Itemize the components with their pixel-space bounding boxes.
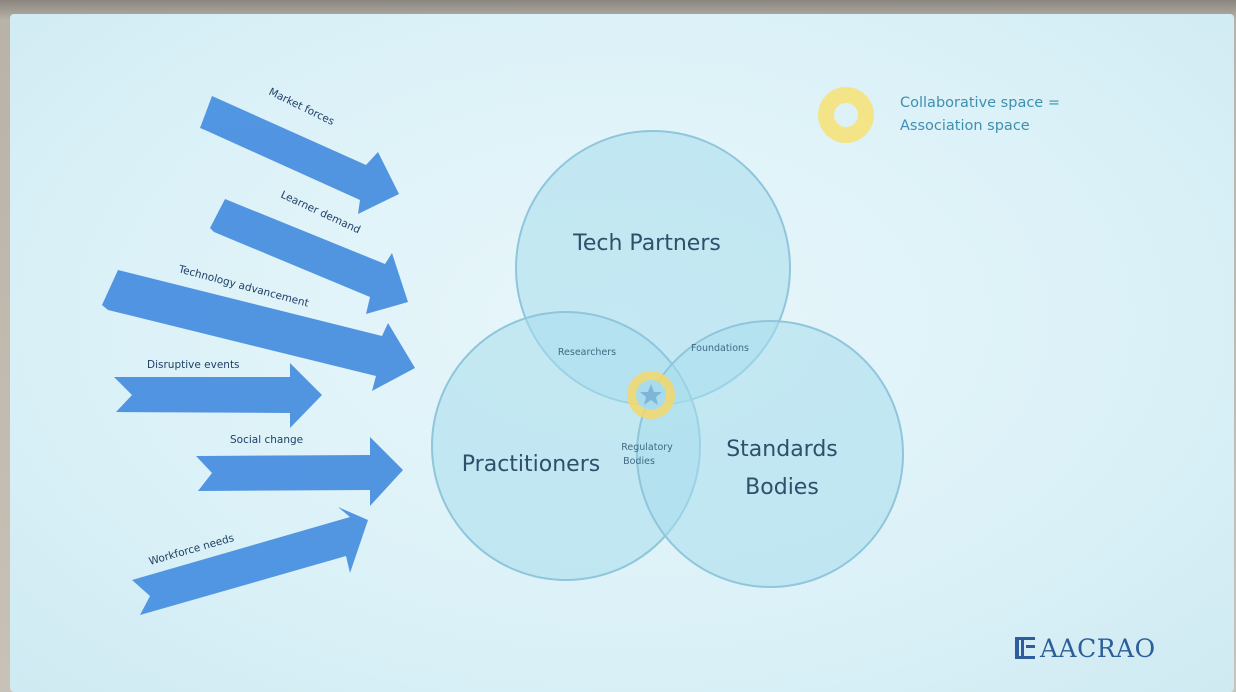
legend: Collaborative space = Association space [900, 92, 1060, 138]
label-standards-line2: Bodies [745, 475, 819, 500]
arrow-learner-demand [210, 199, 408, 314]
collaborative-space-star-icon [627, 371, 675, 419]
aacrao-logo-text: AACRAO [1040, 633, 1156, 663]
label-disruptive-events: Disruptive events [147, 359, 240, 371]
legend-ring-icon [818, 87, 874, 143]
arrow-technology-advancement [102, 270, 415, 391]
label-market-forces: Market forces [267, 86, 336, 128]
legend-line-2: Association space [900, 118, 1030, 134]
label-researchers: Researchers [558, 347, 616, 358]
label-practitioners: Practitioners [462, 452, 600, 477]
arrow-social-change [196, 437, 403, 506]
label-foundations: Foundations [691, 343, 749, 354]
arrow-workforce-needs [132, 507, 368, 615]
label-tech-partners: Tech Partners [572, 231, 721, 256]
aacrao-logo-mark-icon [1014, 635, 1036, 661]
circle-standards-bodies [636, 320, 904, 588]
aacrao-logo: AACRAO [1014, 628, 1156, 668]
arrow-disruptive-events [114, 363, 322, 428]
legend-line-1: Collaborative space = [900, 95, 1060, 111]
label-regulatory-line1: Regulatory [621, 442, 673, 453]
label-standards-line1: Standards [726, 437, 838, 462]
label-social-change: Social change [230, 434, 303, 446]
label-regulatory-line2: Bodies [623, 456, 655, 467]
arrow-market-forces [200, 96, 399, 214]
